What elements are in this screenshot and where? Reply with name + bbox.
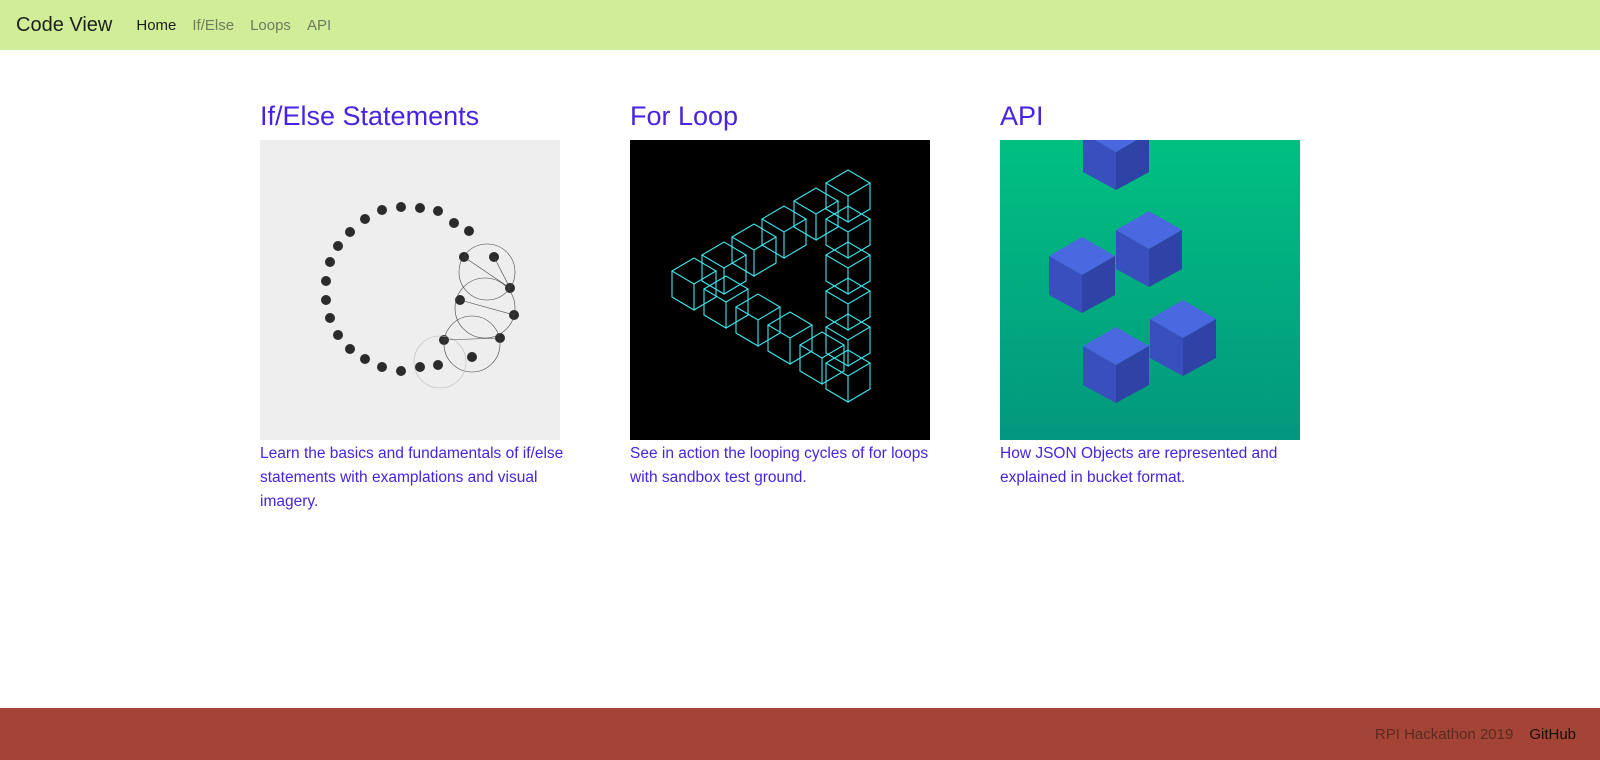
footer-credit: RPI Hackathon 2019 bbox=[1374, 725, 1514, 743]
floating-cubes-illustration[interactable] bbox=[1000, 140, 1300, 440]
card-api: API How JSON Objects are represented and… bbox=[1000, 98, 1320, 490]
nav-link-home[interactable]: Home bbox=[136, 16, 177, 34]
card-title[interactable]: For Loop bbox=[630, 101, 739, 131]
card-title[interactable]: If/Else Statements bbox=[260, 101, 480, 131]
card-description: How JSON Objects are represented and exp… bbox=[1000, 445, 1278, 486]
dots-circle-illustration[interactable] bbox=[260, 140, 560, 440]
card-description: Learn the basics and fundamentals of if/… bbox=[260, 445, 564, 510]
navbar: Code View Home If/Else Loops API bbox=[0, 0, 1600, 50]
card-for-loop: For Loop See in action the looping cycle… bbox=[630, 98, 950, 490]
nav-link-loops[interactable]: Loops bbox=[250, 16, 291, 34]
github-link[interactable]: GitHub bbox=[1529, 725, 1576, 743]
card-if-else: If/Else Statements bbox=[260, 98, 580, 514]
brand-link[interactable]: Code View bbox=[16, 13, 113, 36]
nav-link-if-else[interactable]: If/Else bbox=[192, 16, 235, 34]
card-description: See in action the looping cycles of for … bbox=[630, 445, 929, 486]
footer: RPI Hackathon 2019 GitHub bbox=[0, 708, 1600, 760]
nav-link-api[interactable]: API bbox=[306, 16, 332, 34]
impossible-triangle-cubes-illustration[interactable] bbox=[630, 140, 930, 440]
card-title[interactable]: API bbox=[1000, 101, 1044, 131]
